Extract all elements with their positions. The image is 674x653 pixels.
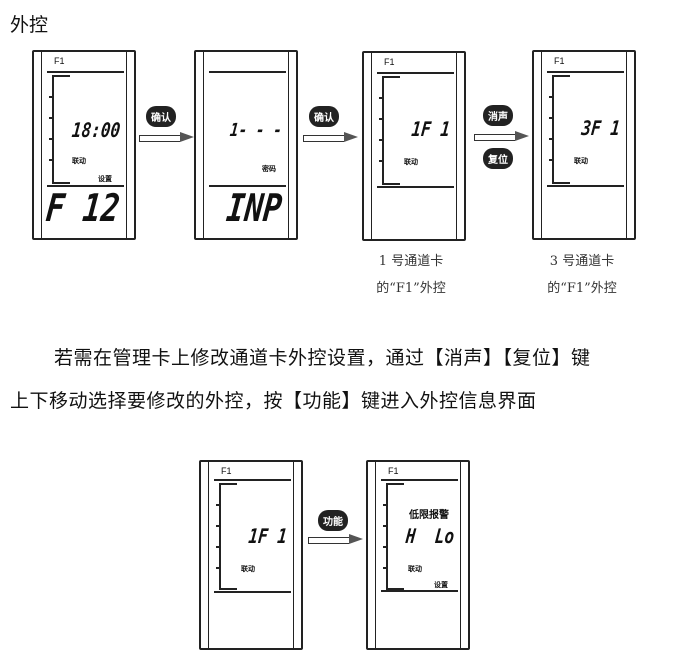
- channel-label: F1: [221, 466, 232, 476]
- tick: [383, 546, 387, 548]
- link-indicator: 联动: [241, 565, 255, 573]
- tick: [549, 117, 553, 119]
- tick: [379, 160, 383, 162]
- lcd-panel-channel1: F1 1F 1 联动: [199, 460, 303, 650]
- caption-line: 的“F1”外控: [547, 281, 617, 296]
- confirm-button-label: 确认: [146, 106, 176, 127]
- section-title: 外控: [10, 14, 49, 36]
- lcd-panel-channel1: F1 1F 1 联动: [362, 51, 466, 241]
- caption-line: 1 号通道卡: [378, 254, 444, 269]
- arrow-icon: [139, 132, 194, 142]
- divider: [214, 591, 291, 593]
- arrow-icon: [308, 534, 363, 544]
- channel-label: F1: [554, 56, 565, 66]
- tick: [379, 118, 383, 120]
- channel-label: F1: [54, 56, 65, 66]
- setting-indicator: 设置: [98, 175, 112, 183]
- divider: [47, 71, 124, 73]
- tick: [216, 525, 220, 527]
- divider: [377, 72, 454, 74]
- link-indicator: 联动: [408, 565, 422, 573]
- bar-scale: [386, 483, 404, 590]
- code-display: F 12: [44, 186, 123, 230]
- bar-scale: [552, 75, 570, 184]
- alarm-type-display: H Lo: [404, 524, 456, 548]
- tick: [379, 139, 383, 141]
- caption-line: 的“F1”外控: [376, 281, 446, 296]
- channel-label: F1: [388, 466, 399, 476]
- tick: [379, 97, 383, 99]
- channel-display: 1F 1: [247, 524, 289, 548]
- channel-display: 3F 1: [580, 116, 622, 140]
- lcd-panel-f12: F1 18:00 联动 设置 F 12: [32, 50, 136, 240]
- divider: [381, 479, 458, 481]
- divider: [547, 71, 624, 73]
- tick: [216, 567, 220, 569]
- link-indicator: 联动: [574, 157, 588, 165]
- tick: [549, 138, 553, 140]
- divider: [209, 71, 286, 73]
- bar-scale: [52, 75, 70, 184]
- divider: [377, 186, 454, 188]
- lcd-panel-password: 1- - - 密码 INP: [194, 50, 298, 240]
- paragraph-line: 上下移动选择要修改的外控，按【功能】键进入外控信息界面: [10, 390, 537, 412]
- arrow-icon: [474, 131, 529, 141]
- tick: [49, 117, 53, 119]
- tick: [549, 159, 553, 161]
- tick: [549, 96, 553, 98]
- divider: [47, 185, 124, 187]
- function-button-label: 功能: [318, 510, 348, 531]
- password-indicator: 密码: [262, 165, 276, 173]
- tick: [383, 525, 387, 527]
- tick: [49, 96, 53, 98]
- confirm-button-label: 确认: [309, 106, 339, 127]
- tick: [49, 138, 53, 140]
- arrow-icon: [303, 132, 358, 142]
- mute-button-label: 消声: [483, 105, 513, 126]
- reset-button-label: 复位: [483, 148, 513, 169]
- tick: [383, 567, 387, 569]
- time-display: 18:00: [70, 118, 122, 142]
- channel-label: F1: [384, 57, 395, 67]
- caption-line: 3 号通道卡: [549, 254, 615, 269]
- alarm-indicator: 低限报警: [409, 510, 449, 521]
- tick: [383, 504, 387, 506]
- lcd-panel-channel3: F1 3F 1 联动: [532, 50, 636, 240]
- divider: [214, 479, 291, 481]
- divider: [209, 185, 286, 187]
- link-indicator: 联动: [404, 158, 418, 166]
- channel-display: 1F 1: [410, 117, 452, 141]
- divider: [381, 590, 458, 592]
- bar-scale: [382, 76, 400, 185]
- divider: [547, 185, 624, 187]
- code-display: INP: [224, 186, 285, 230]
- link-indicator: 联动: [72, 157, 86, 165]
- lcd-panel-alarm: F1 低限报警 H Lo 联动 设置: [366, 460, 470, 650]
- paragraph-line: 若需在管理卡上修改通道卡外控设置，通过【消声】【复位】键: [54, 347, 591, 369]
- tick: [216, 546, 220, 548]
- tick: [216, 504, 220, 506]
- tick: [49, 159, 53, 161]
- bar-scale: [219, 483, 237, 590]
- password-display: 1- - -: [228, 120, 284, 141]
- setting-indicator: 设置: [434, 581, 448, 589]
